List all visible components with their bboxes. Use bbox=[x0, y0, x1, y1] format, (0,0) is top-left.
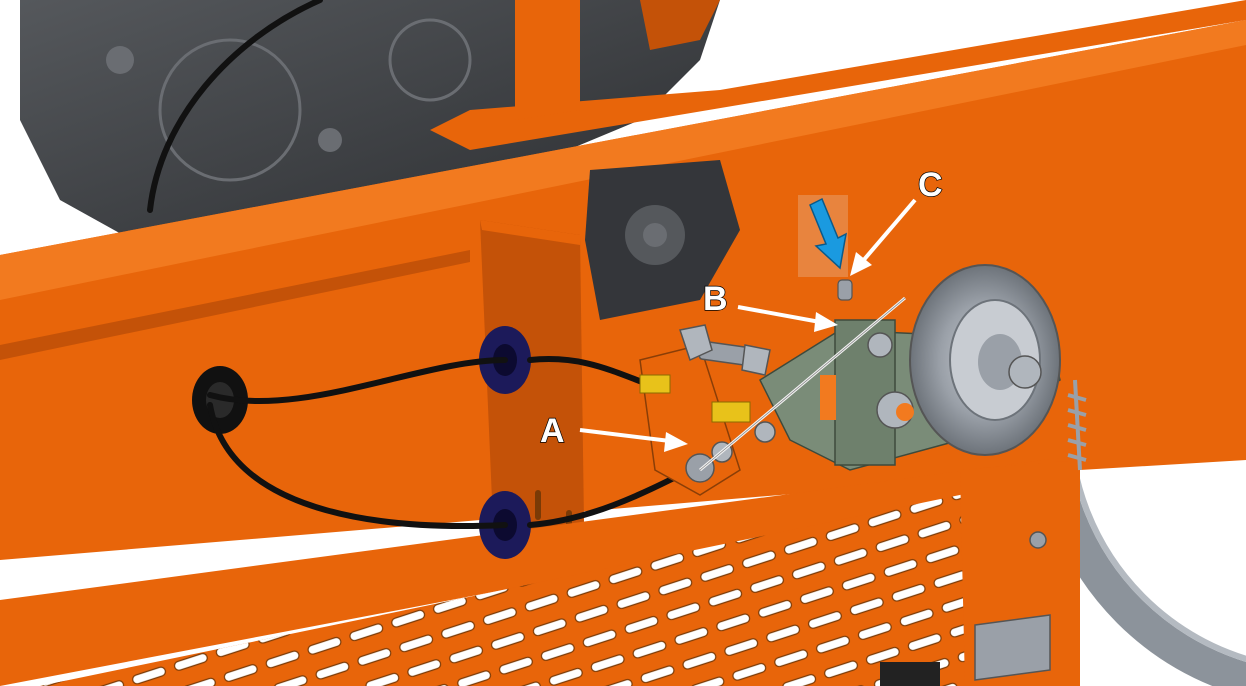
control-wire-edge bbox=[699, 297, 906, 471]
wire-end-stop bbox=[837, 279, 853, 301]
support-leg bbox=[880, 460, 1080, 686]
cables bbox=[147, 0, 693, 529]
callout-label-b: B bbox=[703, 280, 728, 318]
callout-label-a: A bbox=[540, 412, 565, 450]
bolt bbox=[679, 324, 771, 376]
slotted-step bbox=[0, 455, 1080, 686]
idler-bracket bbox=[754, 264, 1061, 471]
callout-arrows bbox=[579, 198, 917, 452]
down-arrow-icon bbox=[798, 195, 848, 277]
callout-label-c: C bbox=[918, 166, 943, 204]
tension-spring bbox=[1067, 379, 1087, 471]
